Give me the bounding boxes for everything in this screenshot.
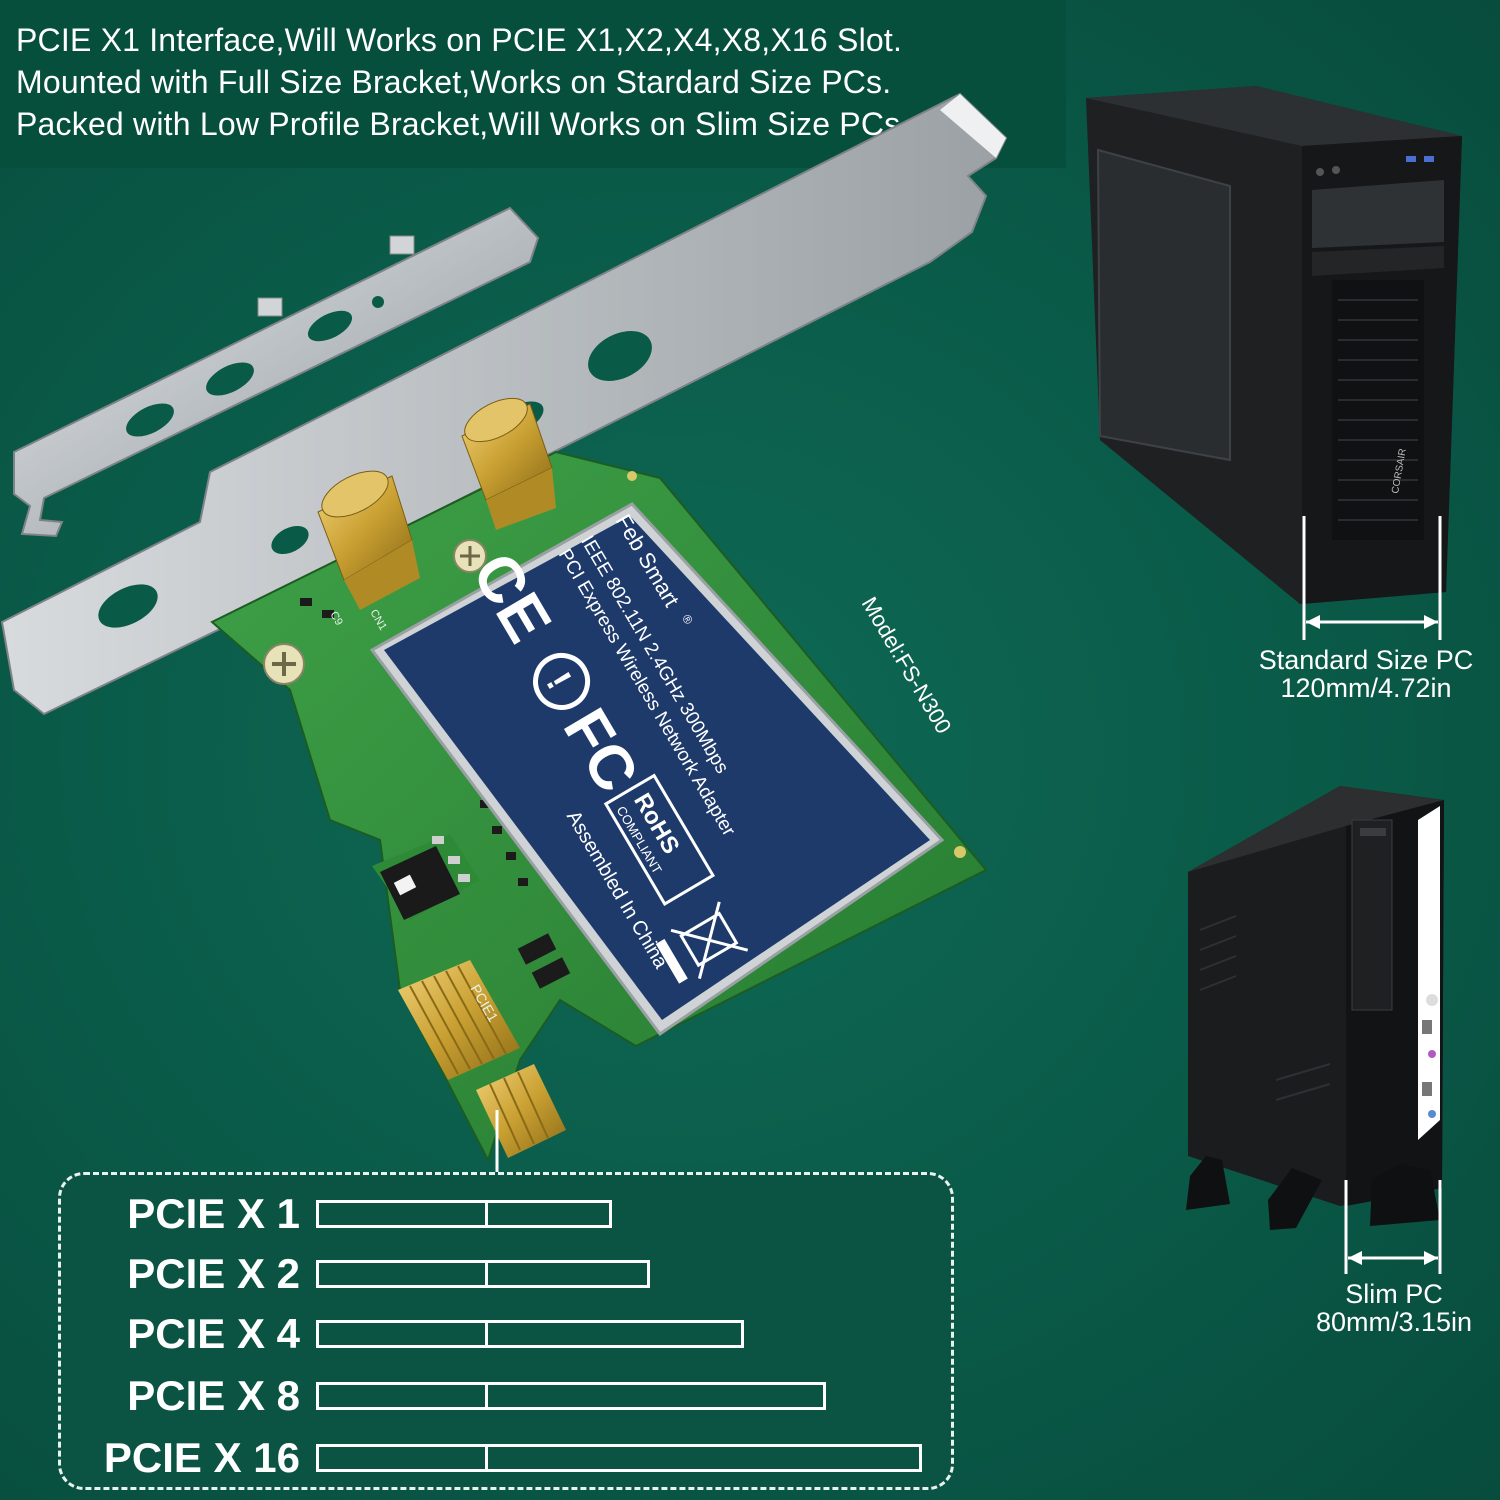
slot-key	[485, 1200, 488, 1228]
header-banner: PCIE X1 Interface,Will Works on PCIE X1,…	[0, 0, 1066, 168]
standard-pc-caption: Standard Size PC 120mm/4.72in	[1240, 646, 1492, 702]
screw-icon	[263, 539, 487, 685]
slot-key	[485, 1260, 488, 1288]
header-line-3: Packed with Low Profile Bracket,Will Wor…	[16, 106, 910, 142]
slot-bar	[316, 1382, 826, 1410]
slot-label: PCIE X 16	[103, 1434, 300, 1481]
standard-pc-title: Standard Size PC	[1258, 645, 1474, 675]
alert-class-icon	[533, 652, 591, 710]
slot-key	[485, 1444, 488, 1472]
slot-bar	[316, 1320, 744, 1348]
weee-bin-icon	[670, 901, 749, 979]
slot-label: PCIE X 4	[127, 1310, 300, 1357]
standard-pc-size: 120mm/4.72in	[1280, 673, 1452, 703]
slot-label: PCIE X 2	[127, 1250, 300, 1297]
regulator-chip	[380, 836, 470, 920]
slot-bar	[316, 1260, 650, 1288]
low-profile-bracket	[13, 206, 540, 538]
slot-label: PCIE X 8	[127, 1372, 300, 1419]
slim-pc-size: 80mm/3.15in	[1315, 1307, 1473, 1337]
header-line-1: PCIE X1 Interface,Will Works on PCIE X1,…	[16, 22, 903, 58]
slim-pc-title: Slim PC	[1345, 1279, 1443, 1309]
slim-pc-caption: Slim PC 80mm/3.15in	[1296, 1280, 1492, 1336]
slot-bar	[316, 1200, 612, 1228]
wifi-module-label: Feb Smart ® IEEE 802.11N 2.4GHz 300Mbps …	[369, 502, 956, 1037]
header-line-2: Mounted with Full Size Bracket,Works on …	[16, 64, 892, 100]
slot-key	[485, 1382, 488, 1410]
antenna-connector-icon	[317, 397, 556, 610]
slot-key	[485, 1320, 488, 1348]
slot-bar	[316, 1444, 922, 1472]
slot-label: PCIE X 1	[127, 1190, 300, 1237]
